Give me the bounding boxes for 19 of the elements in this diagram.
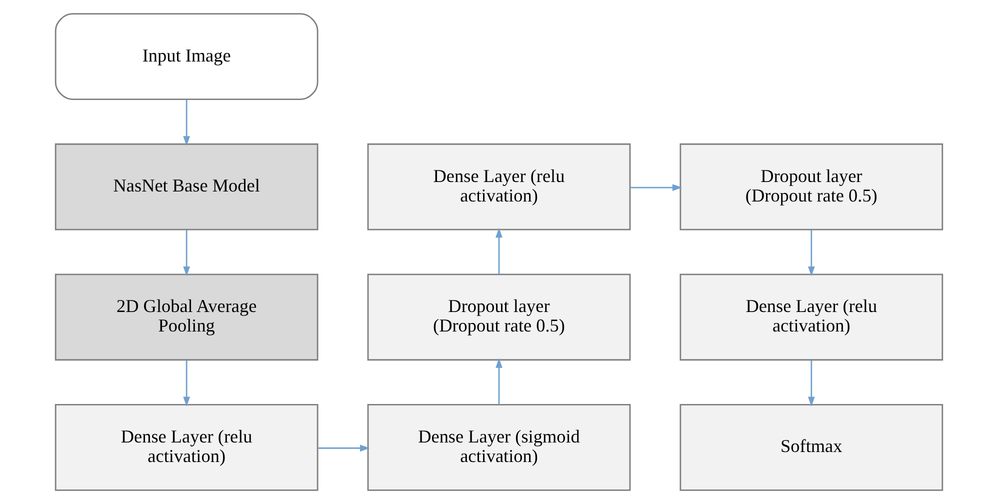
arrow xyxy=(630,184,682,191)
node-box: Dropout layer (Dropout rate 0.5) xyxy=(367,274,631,361)
node-box: NasNet Base Model xyxy=(54,143,318,230)
arrow xyxy=(808,360,815,407)
arrow xyxy=(496,358,502,404)
arrow xyxy=(183,230,190,276)
arrow xyxy=(318,444,370,452)
arrow xyxy=(183,360,190,407)
node-box: 2D Global Average Pooling xyxy=(54,274,318,361)
node-box: Dense Layer (relu activation) xyxy=(680,274,944,361)
node-box: Dense Layer (sigmoid activation) xyxy=(367,404,631,491)
node-box: Dropout layer (Dropout rate 0.5) xyxy=(680,143,944,230)
arrow xyxy=(183,100,190,146)
arrow xyxy=(808,230,815,276)
node-box: Softmax xyxy=(680,404,944,491)
node-box: Dense Layer (relu activation) xyxy=(367,143,631,230)
node-box: Input Image xyxy=(54,13,318,100)
node-box: Dense Layer (relu activation) xyxy=(54,404,318,491)
arrow xyxy=(496,228,502,274)
